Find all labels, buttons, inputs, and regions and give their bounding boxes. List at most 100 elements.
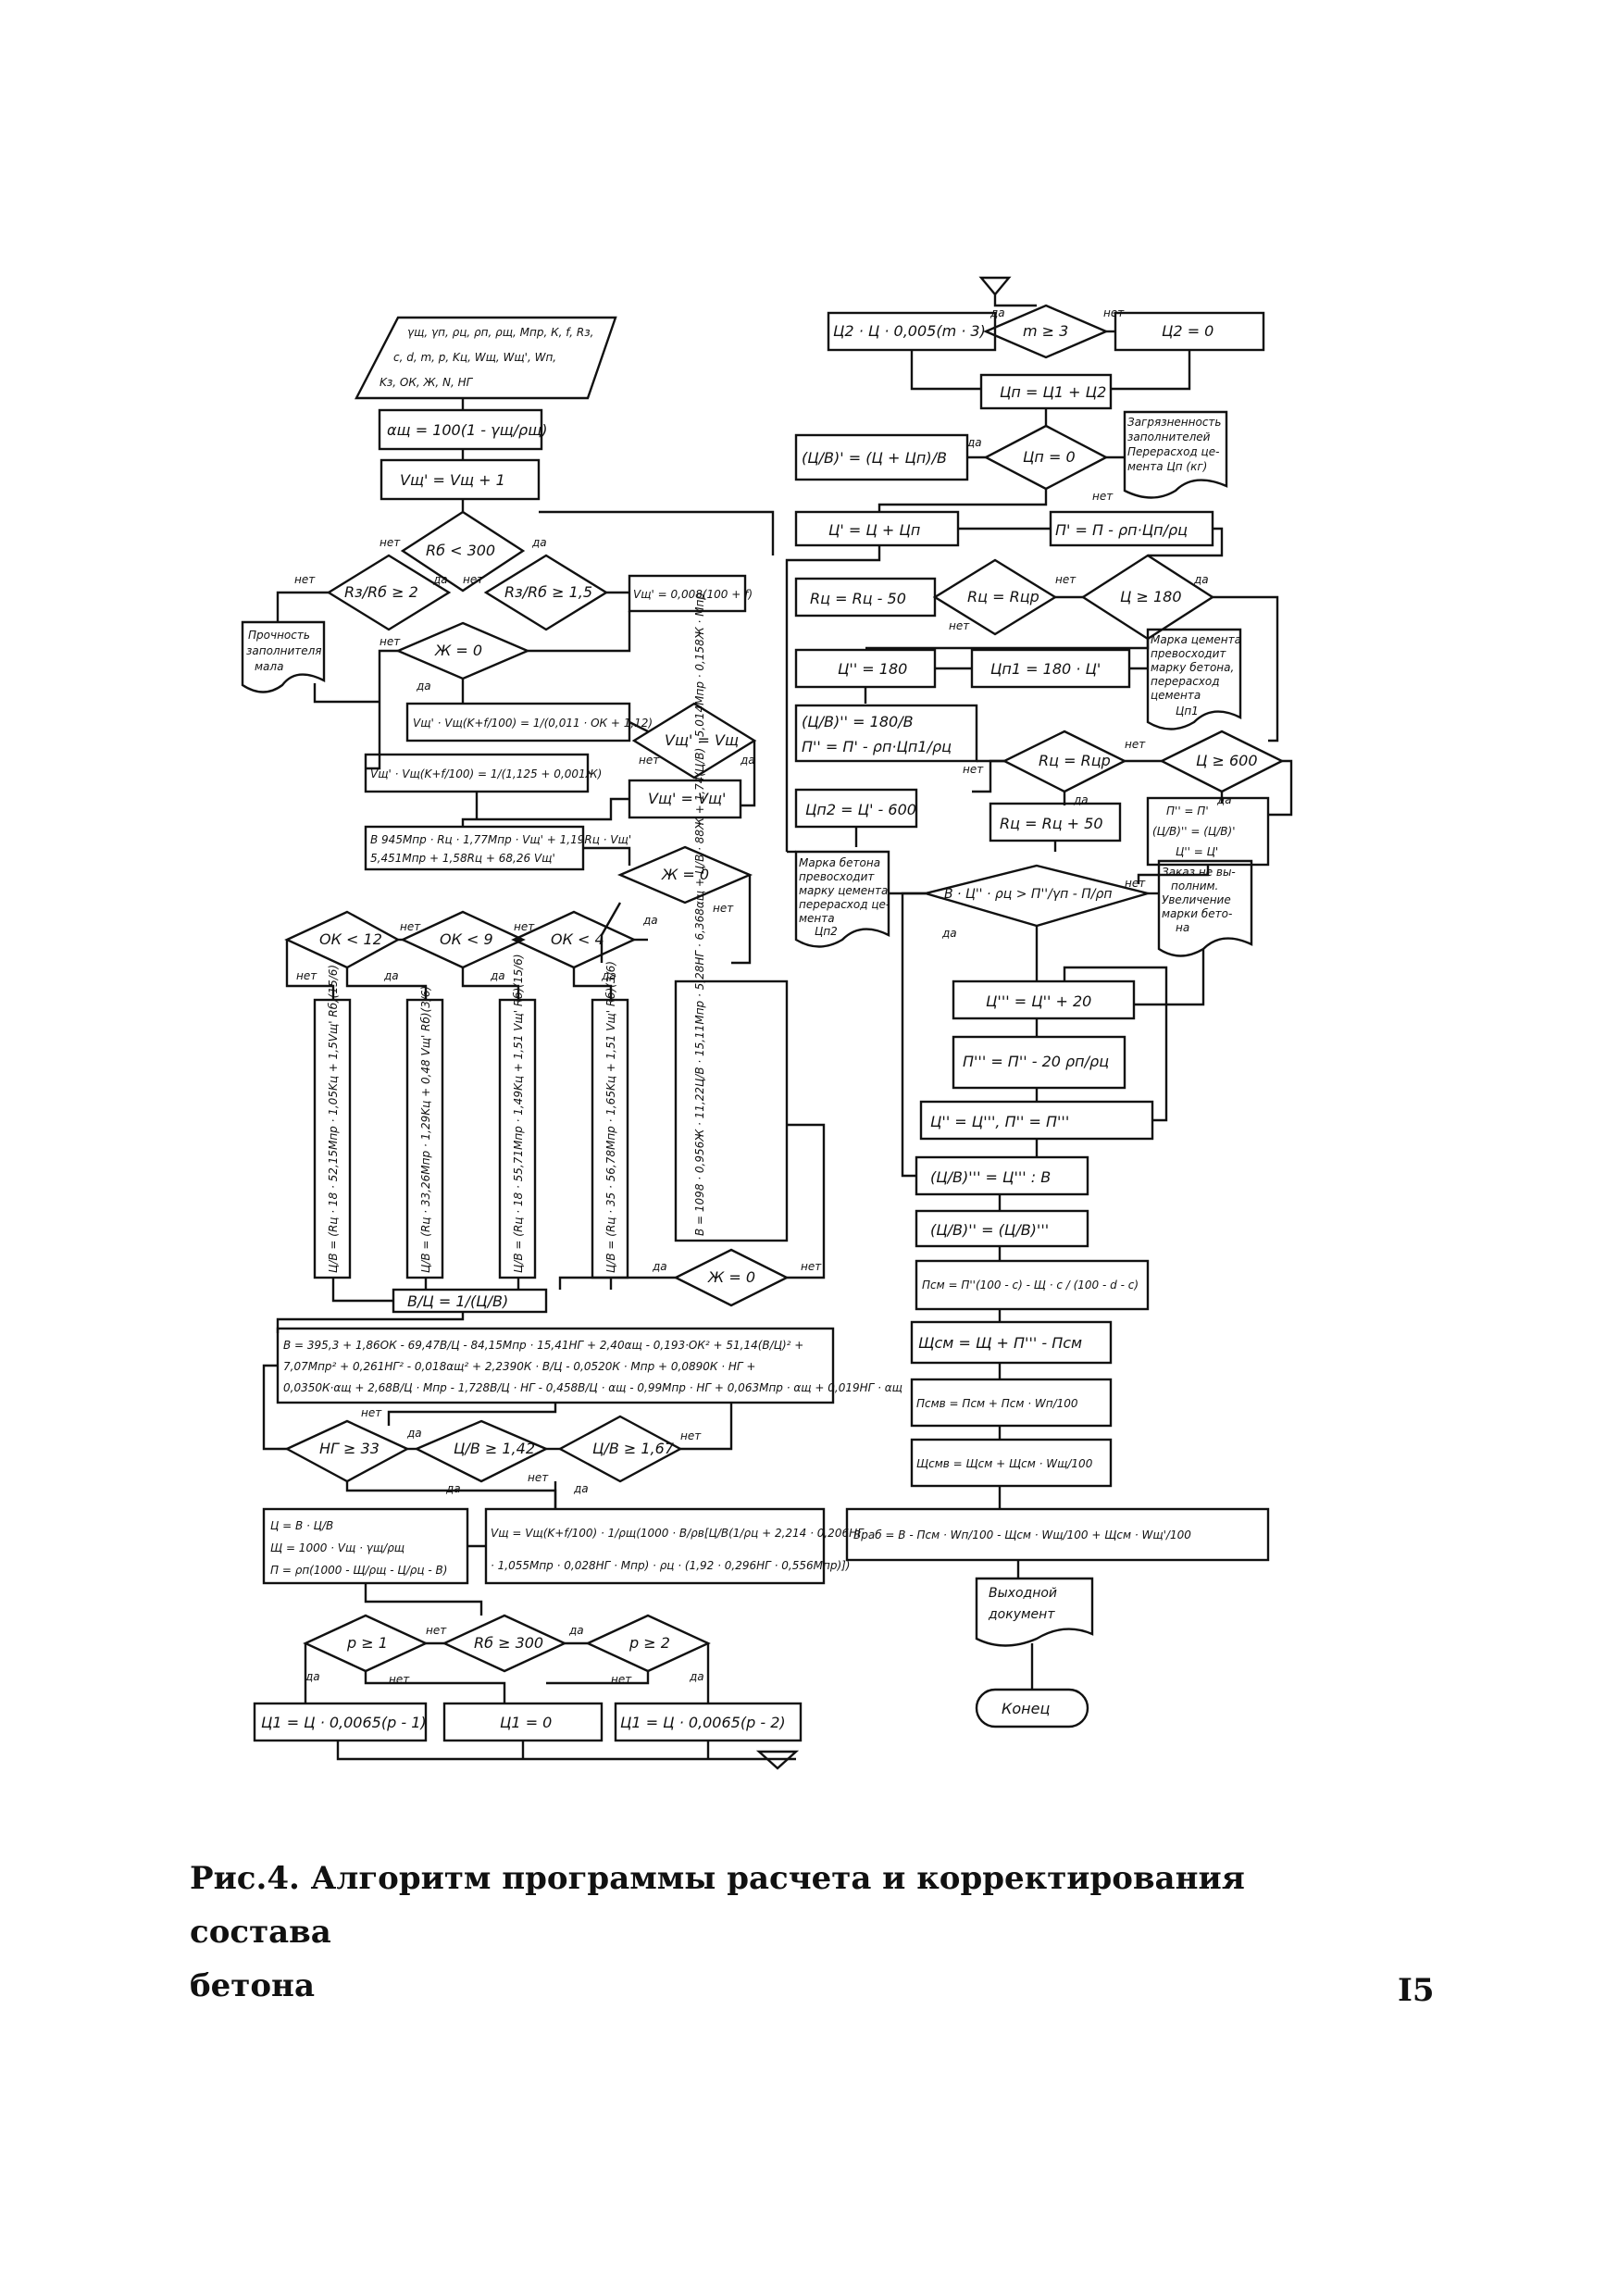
v-assign-box: Vщ' = Vщ + 1 [380, 458, 541, 501]
order-line-1: Заказ не вы- [1162, 866, 1236, 879]
label-yes: да [652, 1260, 667, 1273]
decision-v-equal: Vщ' = Vщ [631, 702, 757, 780]
label-no: нет [949, 619, 970, 632]
output-c1-box-1: Ц1 = Ц · 0,0065(p - 1) [253, 1702, 428, 1742]
label-yes: да [531, 536, 547, 549]
decision-zh-0-b: Ж = 0 [616, 845, 753, 905]
overrun-line-2: превосходит [799, 870, 875, 883]
label-yes: да [432, 573, 448, 586]
label-yes: да [305, 1670, 320, 1683]
calc-box: Ц = В · Ц/В Щ = 1000 · Vщ · γщ/ρщ П = ρп… [262, 1507, 469, 1585]
decision-rs-rb-2-text: Rз/Rб ≥ 2 [344, 583, 418, 601]
label-yes: да [740, 754, 755, 767]
cb-formula-box: (Ц/В)' = (Ц + Цп)/В [794, 433, 969, 481]
label-no: нет [713, 902, 734, 915]
output-document: Выходной документ [975, 1577, 1094, 1647]
vol-line-2: · 1,055Mпр · 0,028НГ · Mпр) · ρц · (1,92… [491, 1559, 850, 1572]
p-cmv: Псмв = Псм + Псм · Wп/100 [916, 1397, 1078, 1410]
decision-cb-142-text: Ц/В ≥ 1,42 [454, 1440, 535, 1457]
col-formula-2-text: Ц/В = (Rц · 33,26Mпр · 1,29Kц + 0,48 Vщ'… [419, 986, 432, 1273]
b-over-c-box: В/Ц = 1/(Ц/В) [392, 1288, 548, 1314]
decision-c-180-text: Ц ≥ 180 [1120, 588, 1182, 605]
label-no: нет [400, 920, 421, 933]
label-yes: да [689, 1670, 704, 1683]
p-assign-1: П'' = П' [1166, 805, 1209, 817]
c2-zero-box: Ц2 = 0 [1114, 311, 1265, 352]
label-yes: да [601, 969, 616, 982]
output-doc-line-2: документ [988, 1607, 1055, 1622]
col-formula-3: Ц/В = (Rц · 18 · 55,71Mпр · 1,49Kц + 1,5… [498, 954, 537, 1279]
c2-zero: Ц2 = 0 [1162, 322, 1214, 340]
flowchart: γщ, γп, ρц, ρп, ρщ, Mпр, К, f, Rз, c, d,… [241, 276, 1293, 1770]
cp2-formula: Цп2 = Ц' - 600 [805, 801, 916, 818]
decision-zh-0-text: Ж = 0 [434, 642, 482, 659]
rc-plus-box: Rц = Rц + 50 [989, 802, 1122, 842]
col-formula-4: Ц/В = (Rц · 35 · 56,78Mпр · 1,65Kц + 1,5… [591, 961, 629, 1279]
label-yes: да [383, 969, 399, 982]
contam-line-1: Загрязненность [1127, 416, 1222, 429]
label-yes: да [573, 1482, 589, 1495]
strength-line-2: заполнителя [246, 644, 322, 657]
decision-rb-300-text: Rб < 300 [426, 542, 495, 559]
order-line-2: полним. [1171, 880, 1218, 892]
rc-minus-box: Rц = Rц - 50 [794, 577, 937, 618]
decision-rc-rcp: Rц = Rцр [932, 558, 1058, 636]
rc-plus-50: Rц = Rц + 50 [1000, 815, 1103, 832]
v-assign-2: Vщ' = Vщ' [648, 790, 726, 807]
p-ddd-box: П''' = П'' - 20 ρп/ρц [952, 1035, 1126, 1090]
strength-line-3: мала [255, 660, 283, 673]
sh-cmv-box: Щсмв = Щсм + Щсм · Wщ/100 [910, 1438, 1113, 1488]
caption-line-1: Рис.4. Алгоритм программы расчета и корр… [190, 1860, 1245, 1951]
label-no: нет [294, 573, 316, 586]
decision-cb-167: Ц/В ≥ 1,67 [557, 1415, 683, 1483]
regression-box: В = 395,3 + 1,86ОК - 69,47В/Ц - 84,15Mпр… [276, 1327, 902, 1404]
p-prime-box: П' = П - ρп·Цп/ρц [1049, 510, 1214, 547]
v-assign-formula: Vщ' = Vщ + 1 [400, 471, 505, 489]
decision-ng-33: НГ ≥ 33 [284, 1419, 410, 1483]
calc-line-3: П = ρп(1000 - Щ/ρщ - Ц/ρц - В) [270, 1564, 447, 1577]
brand-line-5: цемента [1151, 689, 1201, 702]
label-yes: да [406, 1427, 422, 1440]
end-label: Конец [1002, 1700, 1050, 1717]
label-yes: да [568, 1624, 584, 1637]
decision-ok-9: ОК < 9 [400, 910, 526, 969]
c2-formula-box: Ц2 · Ц · 0,005(m · 3) [827, 311, 997, 352]
sh-cm-box: Щсм = Щ + П''' - Псм [910, 1320, 1113, 1365]
output-c1-1: Ц1 = Ц · 0,0065(p - 1) [261, 1714, 427, 1731]
input-line-1: γщ, γп, ρц, ρп, ρщ, Mпр, К, f, Rз, [407, 326, 593, 339]
label-no: нет [963, 763, 984, 776]
label-no: нет [1055, 573, 1077, 586]
caption-line-2: бетона [190, 1967, 315, 2004]
calc-line-1: Ц = В · Ц/В [270, 1519, 333, 1532]
p-assign-3: Ц'' = Ц' [1176, 845, 1218, 858]
volume-box: Vщ = Vщ(K+f/100) · 1/ρщ(1000 · В/ρв[Ц/В(… [484, 1507, 865, 1585]
end-terminator: Конец [975, 1688, 1089, 1728]
decision-c-600: Ц ≥ 600 [1159, 730, 1285, 793]
label-no: нет [801, 1260, 822, 1273]
label-yes: да [490, 969, 505, 982]
decision-p-1-text: p ≥ 1 [346, 1634, 388, 1652]
b-formula-box: В 945Mпр · Rц · 1,77Mпр · Vщ' + 1,19Rц ·… [364, 825, 631, 871]
v-formula-box-2: Vщ' · Vщ(K+f/100) = 1/(0,011 · ОК + 1,12… [405, 702, 653, 742]
decision-p-2: p ≥ 2 [585, 1614, 711, 1673]
p-cm: Псм = П''(100 - c) - Щ · c / (100 - d - … [922, 1279, 1139, 1292]
alpha-process-box: αщ = 100(1 - γщ/ρщ) [378, 408, 548, 451]
decision-rb-300b: Rб ≥ 300 [442, 1614, 567, 1673]
c-ddd-box: Ц''' = Ц'' + 20 [952, 980, 1136, 1020]
label-no: нет [680, 1429, 702, 1442]
decision-v-equal-text: Vщ' = Vщ [665, 731, 739, 749]
label-yes: да [642, 914, 658, 927]
decision-zh-0-b-text: Ж = 0 [661, 866, 709, 883]
p-dd: П'' = П' - ρп·Цп1/ρц [802, 738, 952, 755]
brand-line-3: марку бетона, [1151, 661, 1234, 674]
decision-ok-4-text: ОК < 4 [551, 930, 604, 948]
brand-line-1: Марка цемента [1151, 633, 1241, 646]
decision-rs-rb-15: Rз/Rб ≥ 1,5 [483, 554, 609, 631]
cp1-formula: Цп1 = 180 · Ц' [990, 660, 1101, 678]
col-formula-4-text: Ц/В = (Rц · 35 · 56,78Mпр · 1,65Kц + 1,5… [604, 961, 617, 1273]
label-no: нет [1103, 306, 1125, 319]
label-no: нет [514, 920, 535, 933]
input-line-2: c, d, m, p, Kц, Wщ, Wщ', Wп, [393, 351, 556, 364]
brand-line-4: перерасход [1151, 675, 1220, 688]
brand-line-6: Цп1 [1176, 705, 1199, 718]
